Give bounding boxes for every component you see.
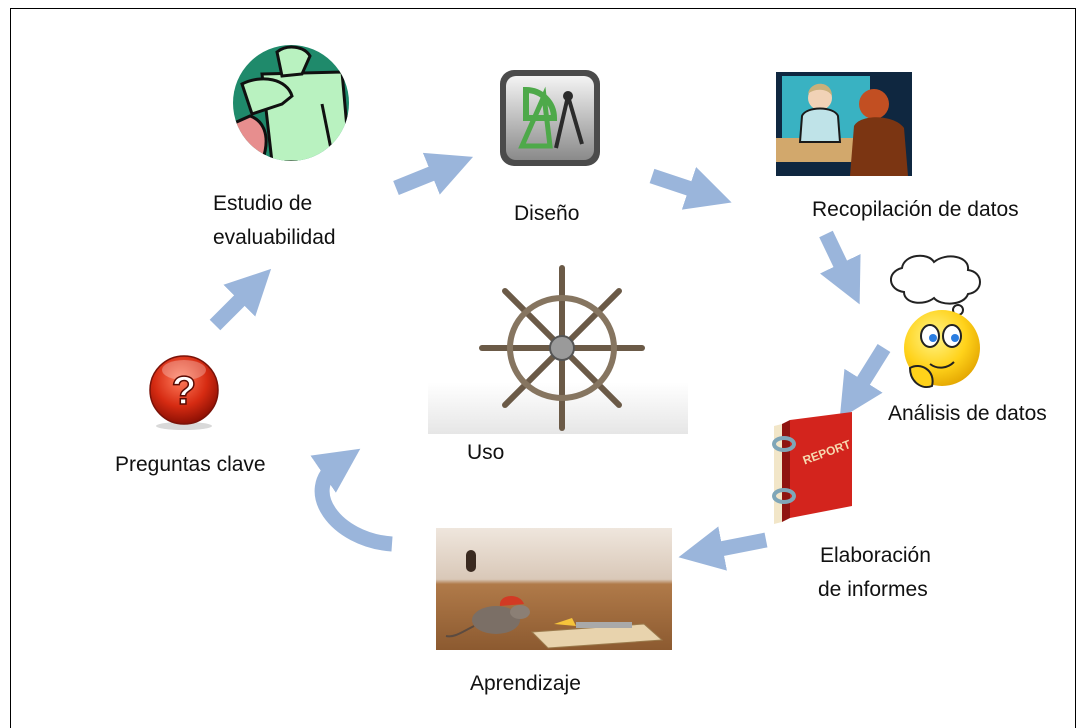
arrow-recopilacion-to-analisis [819, 230, 861, 305]
mouse-trap-photo [436, 528, 672, 650]
diagram-frame [10, 8, 1076, 728]
label-aprendizaje: Aprendizaje [470, 672, 581, 695]
arrow-diseno-to-recopilacion [649, 166, 732, 210]
label-uso: Uso [467, 441, 505, 464]
arrow-elaboracion-to-aprendizaje [678, 526, 768, 571]
clipboard-icon [232, 44, 350, 162]
arrow-preguntas-to-estudio [209, 268, 272, 331]
drafting-tools-icon [498, 68, 602, 168]
arrow-aprendizaje-to-uso [310, 448, 393, 552]
arrow-analisis-to-elaboracion [839, 344, 891, 419]
ship-wheel-icon [428, 262, 688, 434]
label-preguntas: Preguntas clave [115, 453, 266, 476]
label-recopilacion: Recopilación de datos [812, 198, 1019, 221]
thinking-smiley-icon [884, 252, 988, 392]
label-estudio-line1: Estudio de [213, 192, 313, 215]
arrow-estudio-to-diseno [393, 152, 474, 195]
label-analisis: Análisis de datos [888, 402, 1047, 425]
label-elaboracion-line2: de informes [818, 578, 928, 601]
question-mark: ? [172, 369, 196, 413]
question-button-icon: ? [146, 354, 222, 430]
label-estudio-line2: evaluabilidad [213, 226, 336, 249]
report-binder-icon: REPORT [772, 410, 856, 526]
label-diseno: Diseño [514, 202, 580, 225]
interview-icon [776, 72, 912, 176]
label-elaboracion-line1: Elaboración [820, 544, 931, 567]
